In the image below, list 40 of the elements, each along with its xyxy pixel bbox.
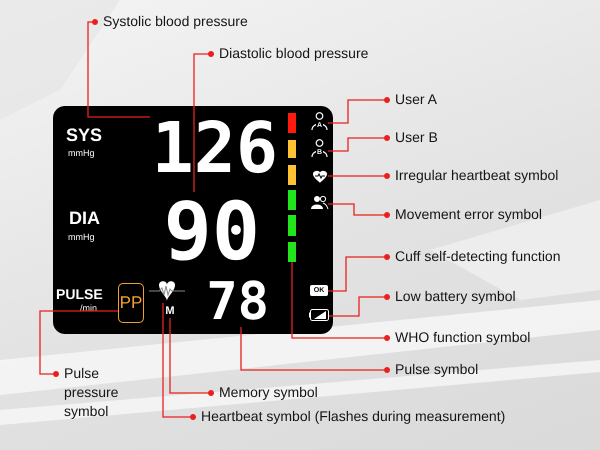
callout-label: User B <box>387 128 438 147</box>
leader-line <box>39 310 118 377</box>
leader-line <box>328 135 390 152</box>
leader-line <box>328 254 390 292</box>
callout-label: Systolic blood pressure <box>95 12 248 31</box>
callout-label: Pulse pressure symbol <box>56 364 140 421</box>
leader-line <box>329 294 390 317</box>
callout-label: Pulse symbol <box>387 360 478 379</box>
pulse-pressure-icon: PP <box>118 283 144 323</box>
leader-line <box>291 262 390 341</box>
display-label: PULSE <box>56 287 103 301</box>
callout-label: Movement error symbol <box>387 205 542 224</box>
callout-label: User A <box>387 90 438 109</box>
battery-icon <box>309 309 329 321</box>
callout-label: Heartbeat symbol (Flashes during measurement) <box>193 407 506 426</box>
callout-label: WHO function symbol <box>387 328 530 347</box>
digit-readout: 90 <box>160 192 260 272</box>
leader-line <box>162 303 196 420</box>
movement-error-icon <box>311 195 328 209</box>
lcd-display-panel <box>53 106 333 334</box>
leader-line <box>169 318 214 396</box>
display-label: SYS <box>66 126 102 144</box>
leader-line <box>240 327 390 373</box>
callout-label: Diastolic blood pressure <box>211 44 368 63</box>
level-bar <box>288 242 296 262</box>
leader-line <box>328 203 390 218</box>
display-label: mmHg <box>68 233 94 242</box>
callout-label: Cuff self-detecting function <box>387 247 561 266</box>
leader-line <box>328 97 390 124</box>
irregular-heartbeat-icon <box>312 170 328 183</box>
leader-line <box>328 173 390 179</box>
callout-label: Low battery symbol <box>387 287 516 306</box>
callout-label: Irregular heartbeat symbol <box>387 166 558 185</box>
heartbeat-icon <box>149 281 185 303</box>
callout-label: Memory symbol <box>211 383 318 402</box>
digit-readout: 78 <box>205 277 269 327</box>
leader-line <box>87 19 150 118</box>
display-label: mmHg <box>68 149 94 158</box>
memory-indicator: M <box>163 304 177 318</box>
display-label: DIA <box>69 209 100 227</box>
